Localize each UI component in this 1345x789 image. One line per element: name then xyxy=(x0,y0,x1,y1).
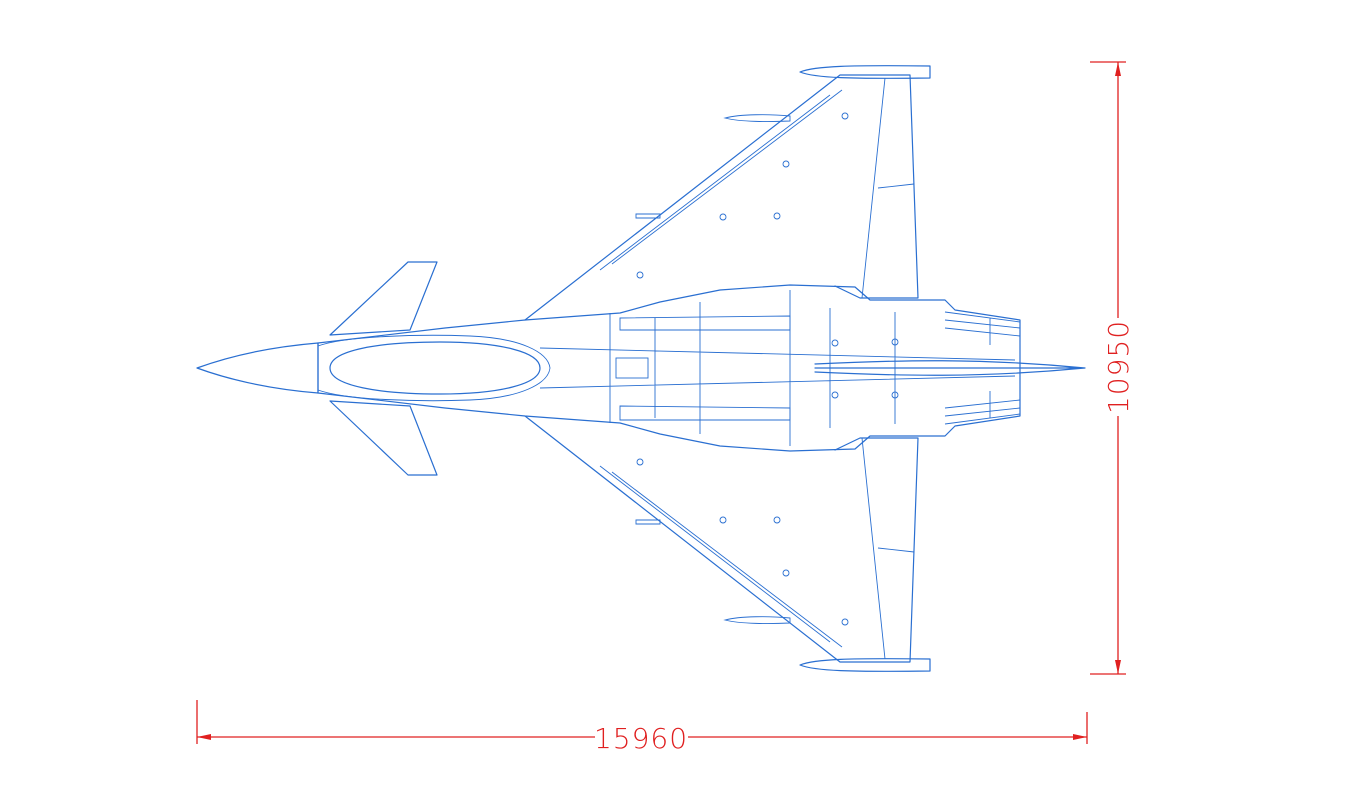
canard-lower xyxy=(329,400,438,476)
exhaust-nozzle-lower xyxy=(944,391,1021,425)
wingtip-pod-upper xyxy=(799,65,931,79)
span-dimension: 10950 xyxy=(1090,61,1135,675)
rivet-markers xyxy=(636,112,899,626)
access-panel xyxy=(615,357,649,379)
wing-upper xyxy=(524,74,919,321)
missile-lower xyxy=(723,616,791,625)
pylon-lower xyxy=(635,519,661,525)
canopy xyxy=(329,341,541,395)
aircraft-top-view xyxy=(196,65,1086,672)
pylon-upper xyxy=(635,213,661,219)
wing-upper-flap xyxy=(599,77,915,299)
missile-upper xyxy=(723,114,791,123)
wing-lower xyxy=(524,415,919,663)
span-label: 10950 xyxy=(1102,320,1135,414)
fuselage xyxy=(317,284,1021,452)
length-label: 15960 xyxy=(594,722,688,755)
canard-upper xyxy=(329,261,438,336)
engine-bay xyxy=(619,315,791,421)
wing-lower-flap xyxy=(599,437,915,660)
nose-cone xyxy=(196,342,319,394)
wingtip-pod-lower xyxy=(799,658,931,672)
length-dimension: 15960 xyxy=(196,700,1088,755)
exhaust-nozzle-upper xyxy=(944,311,1021,345)
canopy-frame xyxy=(317,334,551,402)
tail-fin xyxy=(814,360,1086,376)
